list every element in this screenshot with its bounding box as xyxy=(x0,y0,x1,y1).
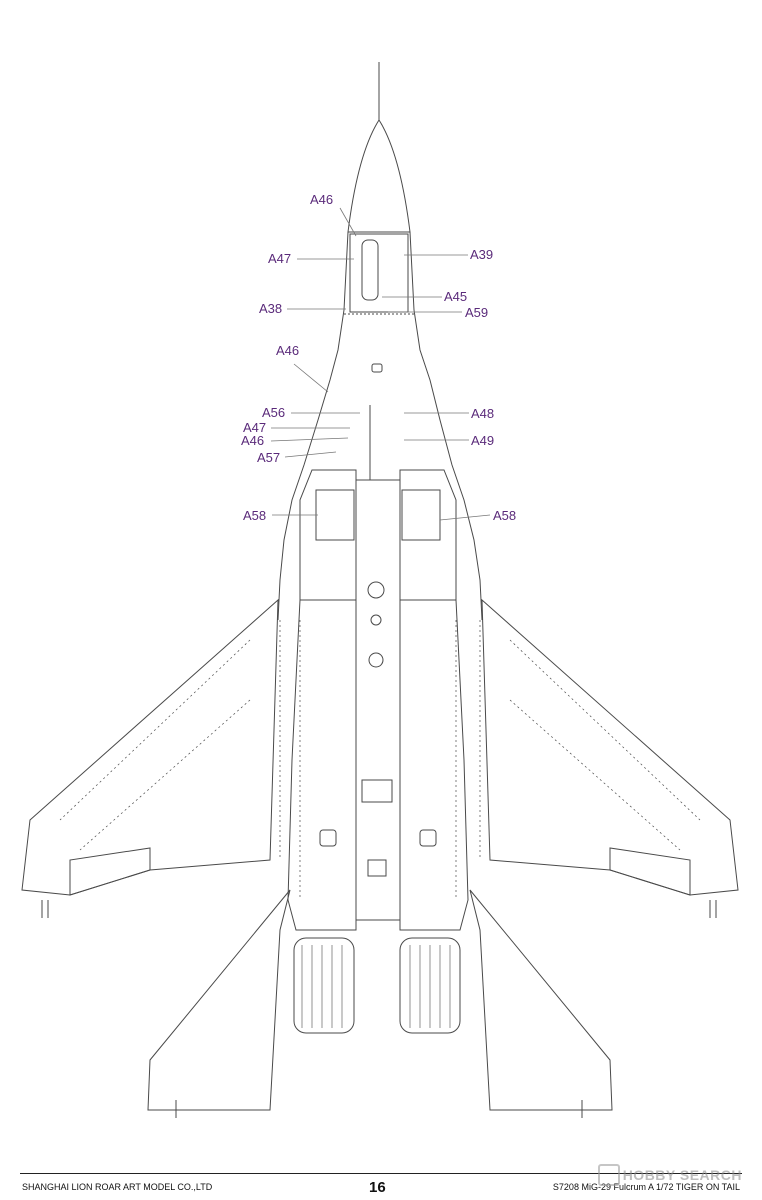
leader-lines xyxy=(270,207,491,521)
left-nacelle xyxy=(287,599,357,931)
callout-a45: A45 xyxy=(444,289,468,304)
callout-a47-mid: A47 xyxy=(243,420,267,435)
watermark-text: HOBBY SEARCH xyxy=(622,1167,742,1183)
callout-a47-top: A47 xyxy=(268,251,292,266)
callout-a46-mid: A46 xyxy=(276,343,300,358)
callout-a48: A48 xyxy=(471,406,495,421)
callout-a49: A49 xyxy=(471,433,495,448)
callout-a38: A38 xyxy=(259,301,283,316)
center-keel xyxy=(355,479,401,921)
hobbysearch-logo-icon xyxy=(597,1164,620,1186)
callout-a56: A56 xyxy=(262,405,286,420)
nose-cone xyxy=(347,119,411,233)
callout-a46-top: A46 xyxy=(310,192,334,207)
right-nacelle xyxy=(399,599,469,931)
callout-a39: A39 xyxy=(470,247,494,262)
footer-rule xyxy=(20,1173,742,1174)
right-nozzle xyxy=(399,937,461,1034)
left-stabilator xyxy=(147,889,291,1111)
footer-product: S7208 MiG-29 Fulcrum A 1/72 TIGER ON TAI… xyxy=(552,1182,740,1192)
callout-a58-left: A58 xyxy=(243,508,267,523)
footer-company: SHANGHAI LION ROAR ART MODEL CO.,LTD xyxy=(22,1182,213,1192)
left-nozzle xyxy=(293,937,355,1034)
callout-a57: A57 xyxy=(257,450,281,465)
fuselage-outline xyxy=(277,231,483,621)
right-stabilator xyxy=(469,889,613,1111)
nose-gear-bay xyxy=(349,233,409,313)
callout-a59: A59 xyxy=(465,305,489,320)
callout-a58-right: A58 xyxy=(493,508,517,523)
page-number: 16 xyxy=(369,1179,386,1196)
callout-a46-low: A46 xyxy=(241,433,265,448)
watermark: HOBBY SEARCH xyxy=(597,1164,742,1186)
